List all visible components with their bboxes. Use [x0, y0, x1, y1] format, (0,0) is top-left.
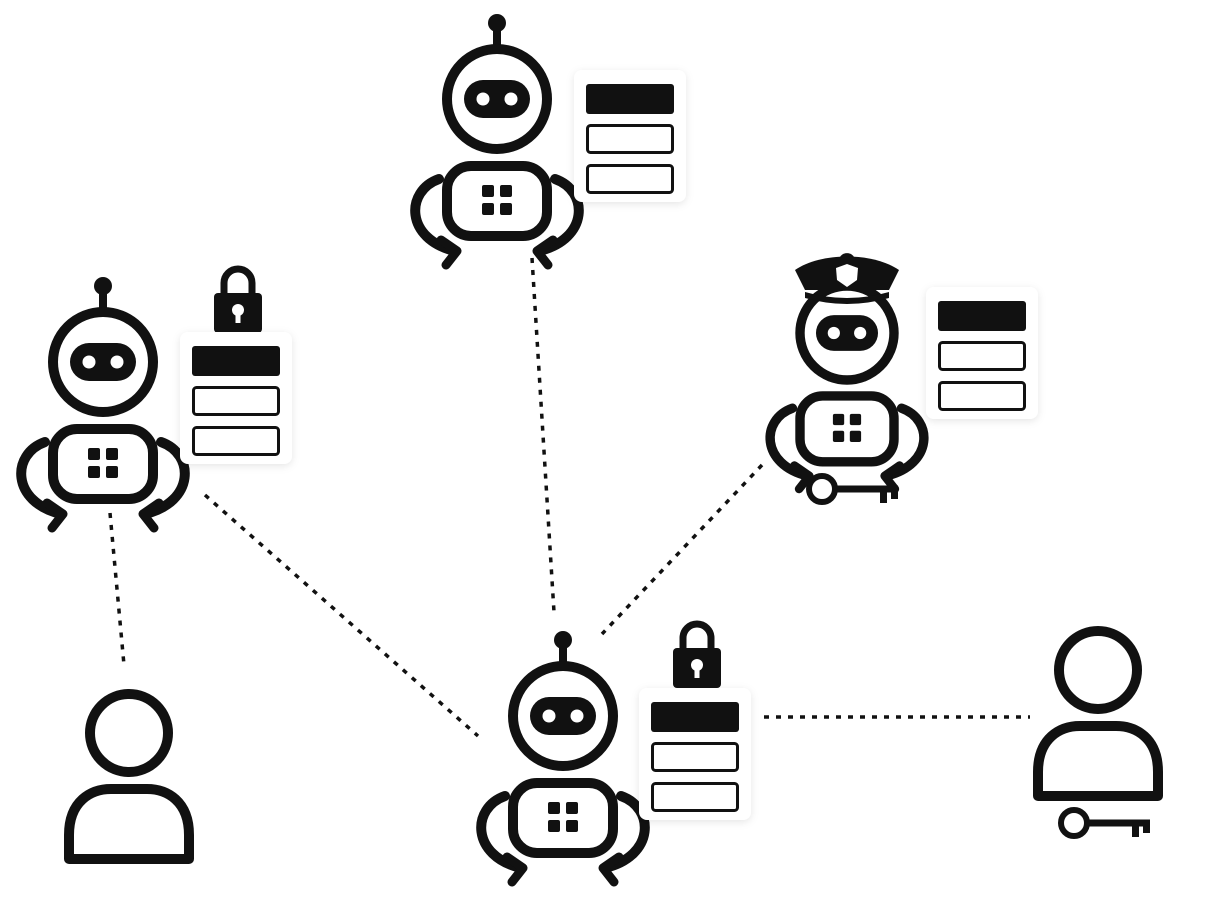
link-police-to-center — [600, 463, 764, 636]
robot-agent-left — [21, 269, 292, 528]
robot-icon — [21, 277, 185, 528]
robot-icon — [481, 631, 645, 882]
data-stack-icon — [926, 287, 1038, 419]
key-icon — [1061, 810, 1150, 837]
user-icon — [69, 694, 189, 859]
data-stack-icon — [574, 70, 686, 202]
police-cap-icon — [795, 256, 899, 304]
robot-icon — [415, 14, 579, 265]
lock-icon — [214, 269, 262, 333]
user-icon — [1038, 631, 1158, 796]
robot-agent-center — [481, 624, 751, 882]
robot-agent-police — [770, 253, 1038, 503]
link-top-to-center — [530, 257, 556, 613]
data-stack-icon — [180, 332, 292, 464]
link-left-to-center — [203, 493, 480, 738]
link-left-to-user-left — [108, 512, 126, 666]
robot-agent-top — [415, 14, 686, 265]
lock-icon — [673, 624, 721, 688]
user-right — [1038, 631, 1158, 837]
data-stack-icon — [639, 688, 751, 820]
user-left — [69, 694, 189, 859]
connections — [108, 257, 1030, 738]
